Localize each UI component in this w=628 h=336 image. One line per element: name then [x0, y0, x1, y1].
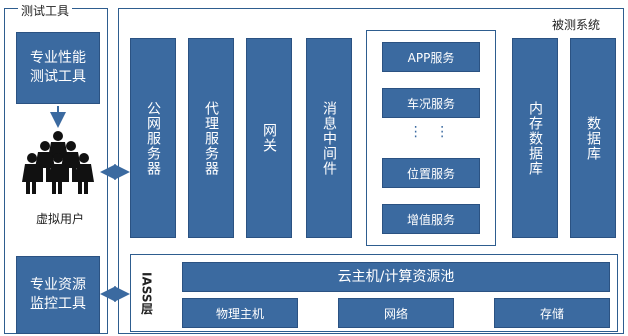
vehicle-status-service-box: 车况服务: [382, 88, 480, 118]
public-server-label: 公网服务器: [145, 100, 161, 176]
memory-database-label: 内存数据库: [527, 100, 543, 176]
database-label: 数据库: [585, 115, 601, 161]
virtual-users-label: 虚拟用户: [35, 212, 84, 226]
proxy-server-label: 代理服务器: [203, 100, 219, 176]
physical-host-box: 物理主机: [182, 298, 298, 328]
people-group-icon: [22, 131, 94, 194]
test-tools-title: 测试工具: [18, 2, 73, 19]
value-added-service-label: 增值服务: [406, 212, 455, 227]
resource-monitor-tool-label: 专业资源监控工具: [30, 277, 86, 312]
app-service-box: APP服务: [382, 42, 480, 72]
network-box: 网络: [338, 298, 454, 328]
public-server-box: 公网服务器: [130, 38, 176, 238]
vehicle-status-service-label: 车况服务: [406, 96, 455, 111]
cloud-compute-pool-label: 云主机/计算资源池: [337, 268, 455, 285]
location-service-box: 位置服务: [382, 158, 480, 188]
perf-test-tool-box: 专业性能测试工具: [16, 32, 100, 104]
memory-database-box: 内存数据库: [512, 38, 558, 238]
database-box: 数据库: [570, 38, 616, 238]
message-middleware-box: 消息中间件: [306, 38, 352, 238]
system-under-test-title: 被测系统: [552, 18, 601, 32]
storage-label: 存储: [539, 306, 564, 321]
message-middleware-label: 消息中间件: [321, 100, 337, 176]
services-ellipsis: ⋮ ⋮: [408, 124, 454, 140]
gateway-label: 网关: [261, 123, 277, 153]
network-label: 网络: [383, 306, 408, 321]
physical-host-label: 物理主机: [215, 306, 264, 321]
perf-test-tool-label: 专业性能测试工具: [30, 50, 86, 85]
storage-box: 存储: [494, 298, 610, 328]
value-added-service-box: 增值服务: [382, 204, 480, 234]
cloud-compute-pool-box: 云主机/计算资源池: [182, 262, 610, 292]
gateway-box: 网关: [246, 38, 292, 238]
location-service-label: 位置服务: [406, 166, 455, 181]
iaas-layer-label: IASS层: [139, 271, 154, 315]
proxy-server-box: 代理服务器: [188, 38, 234, 238]
virtual-users-icon: [18, 128, 98, 198]
resource-monitor-tool-box: 专业资源监控工具: [16, 256, 100, 334]
app-service-label: APP服务: [407, 50, 455, 65]
